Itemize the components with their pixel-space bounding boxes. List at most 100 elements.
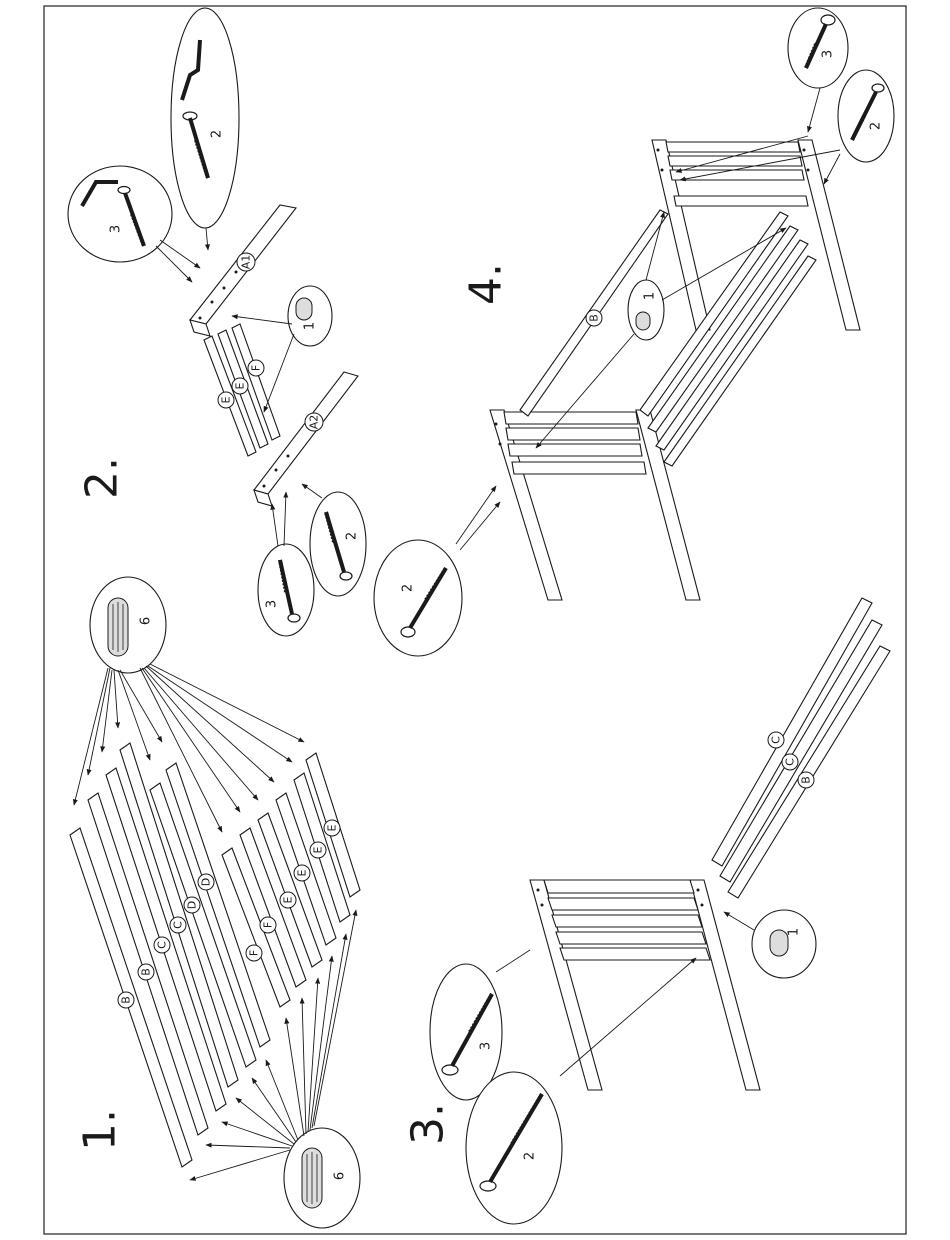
svg-text:A1: A1 [240, 255, 253, 270]
svg-text:E: E [296, 869, 309, 876]
bolt-leader-bottom [302, 484, 322, 498]
screw-leader-b [160, 240, 200, 268]
tag-e-3: E [310, 842, 326, 858]
insert-callout-step2: 1 [288, 286, 332, 346]
screw-number-top: 3 [109, 225, 124, 233]
insert-number-step3: 1 [787, 928, 802, 936]
svg-text:B: B [120, 996, 133, 1004]
dowel-number-top: 6 [139, 617, 154, 625]
svg-text:B: B [588, 314, 601, 322]
screw-leader-a [156, 246, 192, 282]
bolt-callout-step4-right: 2 [838, 70, 894, 162]
insert-callout-step4: 1 [628, 280, 664, 340]
rail-a2 [254, 372, 358, 506]
bolt-number-bottom: 2 [345, 532, 360, 540]
dowel-callout-top: 6 [90, 577, 166, 673]
screw-callout-bottom: 3 [258, 544, 314, 636]
tag-f-2: F [260, 917, 276, 933]
svg-text:C: C [172, 921, 185, 929]
tag-c-1: C [154, 937, 170, 953]
bolt-leader-top [206, 228, 208, 250]
screw-number-bottom: 3 [265, 600, 280, 608]
screw-leader-4b [676, 136, 808, 172]
step-2-number: 2. [77, 457, 128, 499]
screw-callout-top: 3 [68, 166, 172, 262]
svg-text:F: F [262, 922, 275, 928]
bolt-callout-top: 2 [171, 8, 239, 228]
svg-text:A2: A2 [308, 415, 321, 430]
screw-callout-step4: 3 [788, 8, 848, 88]
screw-leader-step3 [496, 950, 530, 972]
dowel-icon [302, 1148, 322, 1208]
insert-leader-step3 [724, 912, 754, 930]
insert-leader-b [264, 334, 294, 412]
svg-text:E: E [234, 382, 247, 389]
screw-callout-step3: 3 [430, 964, 502, 1100]
tag-b-3: B [798, 772, 814, 788]
tag-c-3a: C [768, 732, 784, 748]
svg-text:F: F [250, 365, 263, 371]
bolt-number-top: 2 [210, 130, 225, 138]
step-3-end-frame [530, 880, 760, 1090]
bolt-leader-4d [824, 154, 840, 184]
step-4-number: 4. [461, 263, 512, 305]
dowel-number-bottom: 6 [333, 1172, 348, 1180]
tag-b-2: B [138, 964, 154, 980]
tag-a2: A2 [305, 413, 323, 431]
step-4-right-frame [652, 140, 860, 330]
step-1-group: 1. B B C C D D F F E E E E [70, 577, 360, 1228]
tag-c-2: C [170, 917, 186, 933]
step-3-long-slats [712, 598, 890, 898]
insert-callout-step3: 1 [752, 910, 816, 978]
svg-text:B: B [140, 968, 153, 976]
svg-text:C: C [784, 758, 797, 766]
svg-text:D: D [186, 901, 199, 909]
step-2-group: 2. A1 A2 E E F [68, 8, 366, 636]
svg-text:B: B [800, 776, 813, 784]
screw-leader-4a [808, 88, 820, 132]
tag-e-4: E [324, 820, 340, 836]
screw-number-step3: 3 [479, 1042, 494, 1050]
step-1-number: 1. [75, 1109, 126, 1151]
screw-leader-d [284, 492, 286, 546]
tag-c-3b: C [782, 754, 798, 770]
insert-icon [636, 312, 650, 330]
tag-e-2a: E [218, 392, 234, 408]
svg-text:E: E [326, 824, 339, 831]
insert-number-step2: 1 [303, 322, 318, 330]
svg-text:C: C [770, 736, 783, 744]
insert-icon [296, 298, 312, 320]
svg-text:F: F [248, 950, 261, 956]
bolt-callout-step4-left: 2 [374, 540, 462, 656]
step-4-group: 4. [374, 8, 894, 656]
bolt-callout-bottom: 2 [310, 492, 366, 596]
step-3-number: 3. [403, 1103, 454, 1145]
tag-e-2b: E [232, 378, 248, 394]
insert-icon [770, 930, 788, 956]
dowel-icon [108, 598, 128, 656]
tag-d-2: D [198, 874, 214, 890]
svg-text:E: E [220, 396, 233, 403]
tag-d-1: D [184, 897, 200, 913]
bolt-callout-step3: 2 [466, 1072, 562, 1224]
tag-f-2a: F [248, 360, 264, 376]
tag-b-1: B [118, 992, 134, 1008]
svg-text:E: E [282, 896, 295, 903]
tag-f-1: F [246, 945, 262, 961]
insert-number-step4: 1 [643, 292, 658, 300]
bolt-number-step4-right: 2 [869, 122, 884, 130]
bolt-number-step4-left: 2 [401, 584, 416, 592]
svg-text:D: D [200, 878, 213, 886]
step-1-long-slats [70, 743, 270, 1167]
tag-e-2: E [294, 865, 310, 881]
dowel-callout-bottom: 6 [284, 1128, 360, 1228]
tag-b-4: B [586, 310, 602, 326]
svg-text:E: E [312, 846, 325, 853]
screw-leader-c [272, 504, 278, 546]
insert-leader-a [232, 316, 292, 324]
bolt-leader-4a [456, 486, 496, 544]
bolt-number-step3: 2 [523, 1152, 538, 1160]
step-3-group: 3. C C B 1 [403, 598, 891, 1224]
screw-number-step4: 3 [821, 50, 836, 58]
